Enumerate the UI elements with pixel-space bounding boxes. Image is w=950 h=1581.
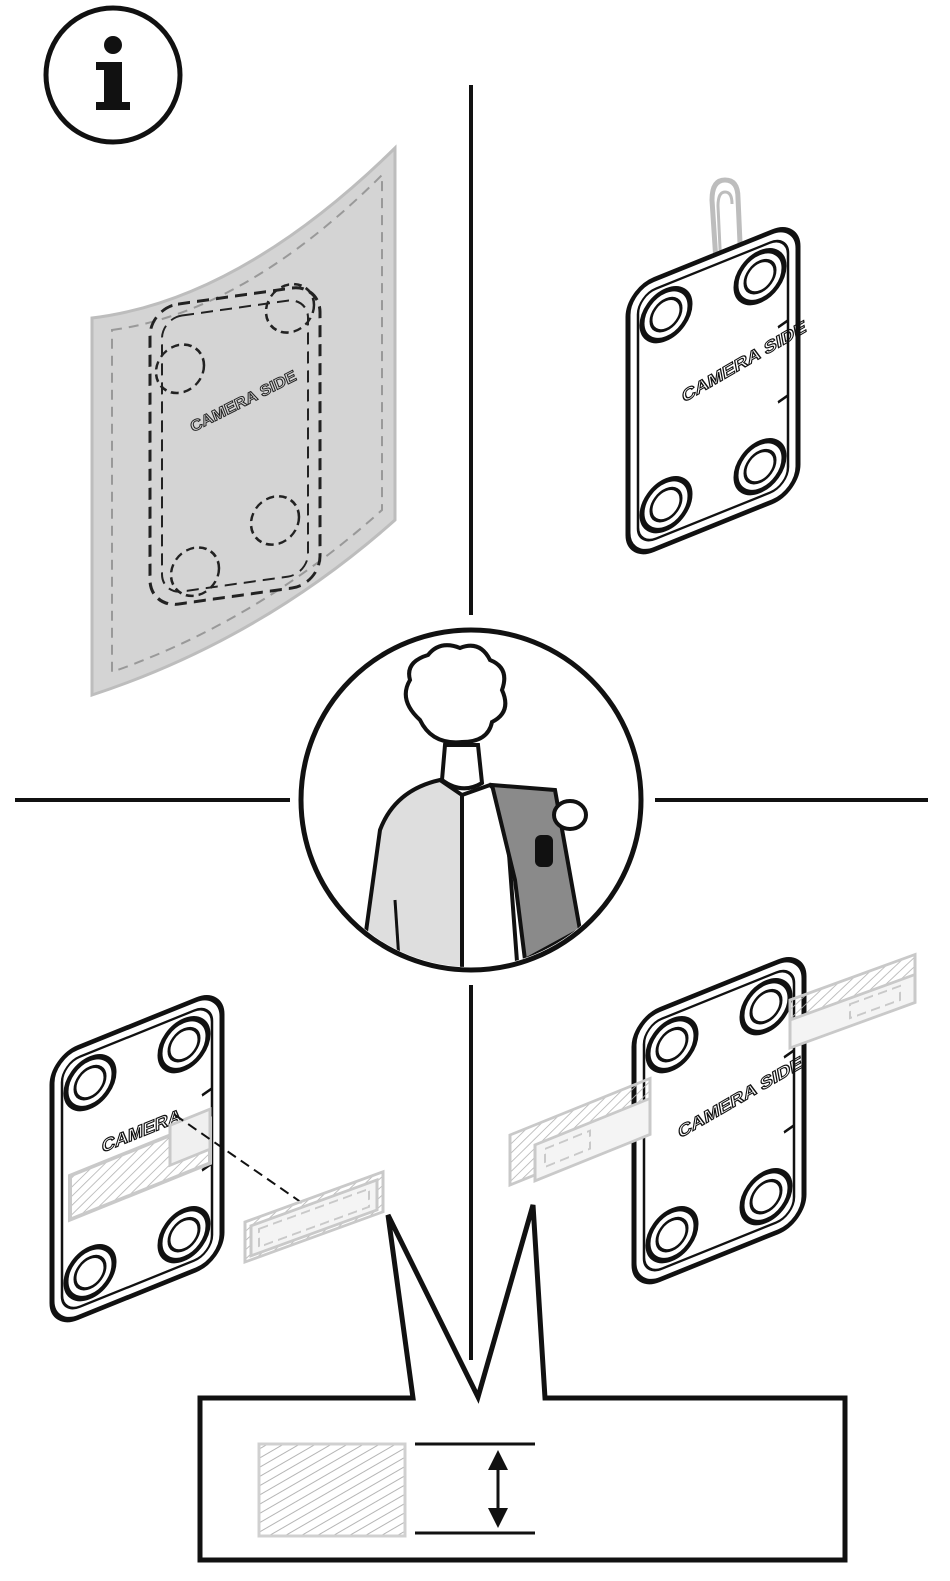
mount-plate-velcro-icon: CAMERA (52, 989, 383, 1328)
person-wearing-jacket-icon (301, 630, 641, 975)
mount-plate-in-pocket-icon: CAMERA SIDE (92, 148, 395, 695)
velcro-strap-right-icon (790, 955, 915, 1048)
info-badge (46, 8, 180, 142)
velcro-width-detail-icon (200, 1205, 845, 1560)
mount-plate-velcro-strap-icon: CAMERA SIDE (510, 951, 915, 1290)
velcro-strap-left-icon (510, 1078, 650, 1191)
velcro-patch-icon (245, 1172, 383, 1262)
mount-plate-with-clip-icon: CAMERA SIDE (628, 180, 808, 560)
